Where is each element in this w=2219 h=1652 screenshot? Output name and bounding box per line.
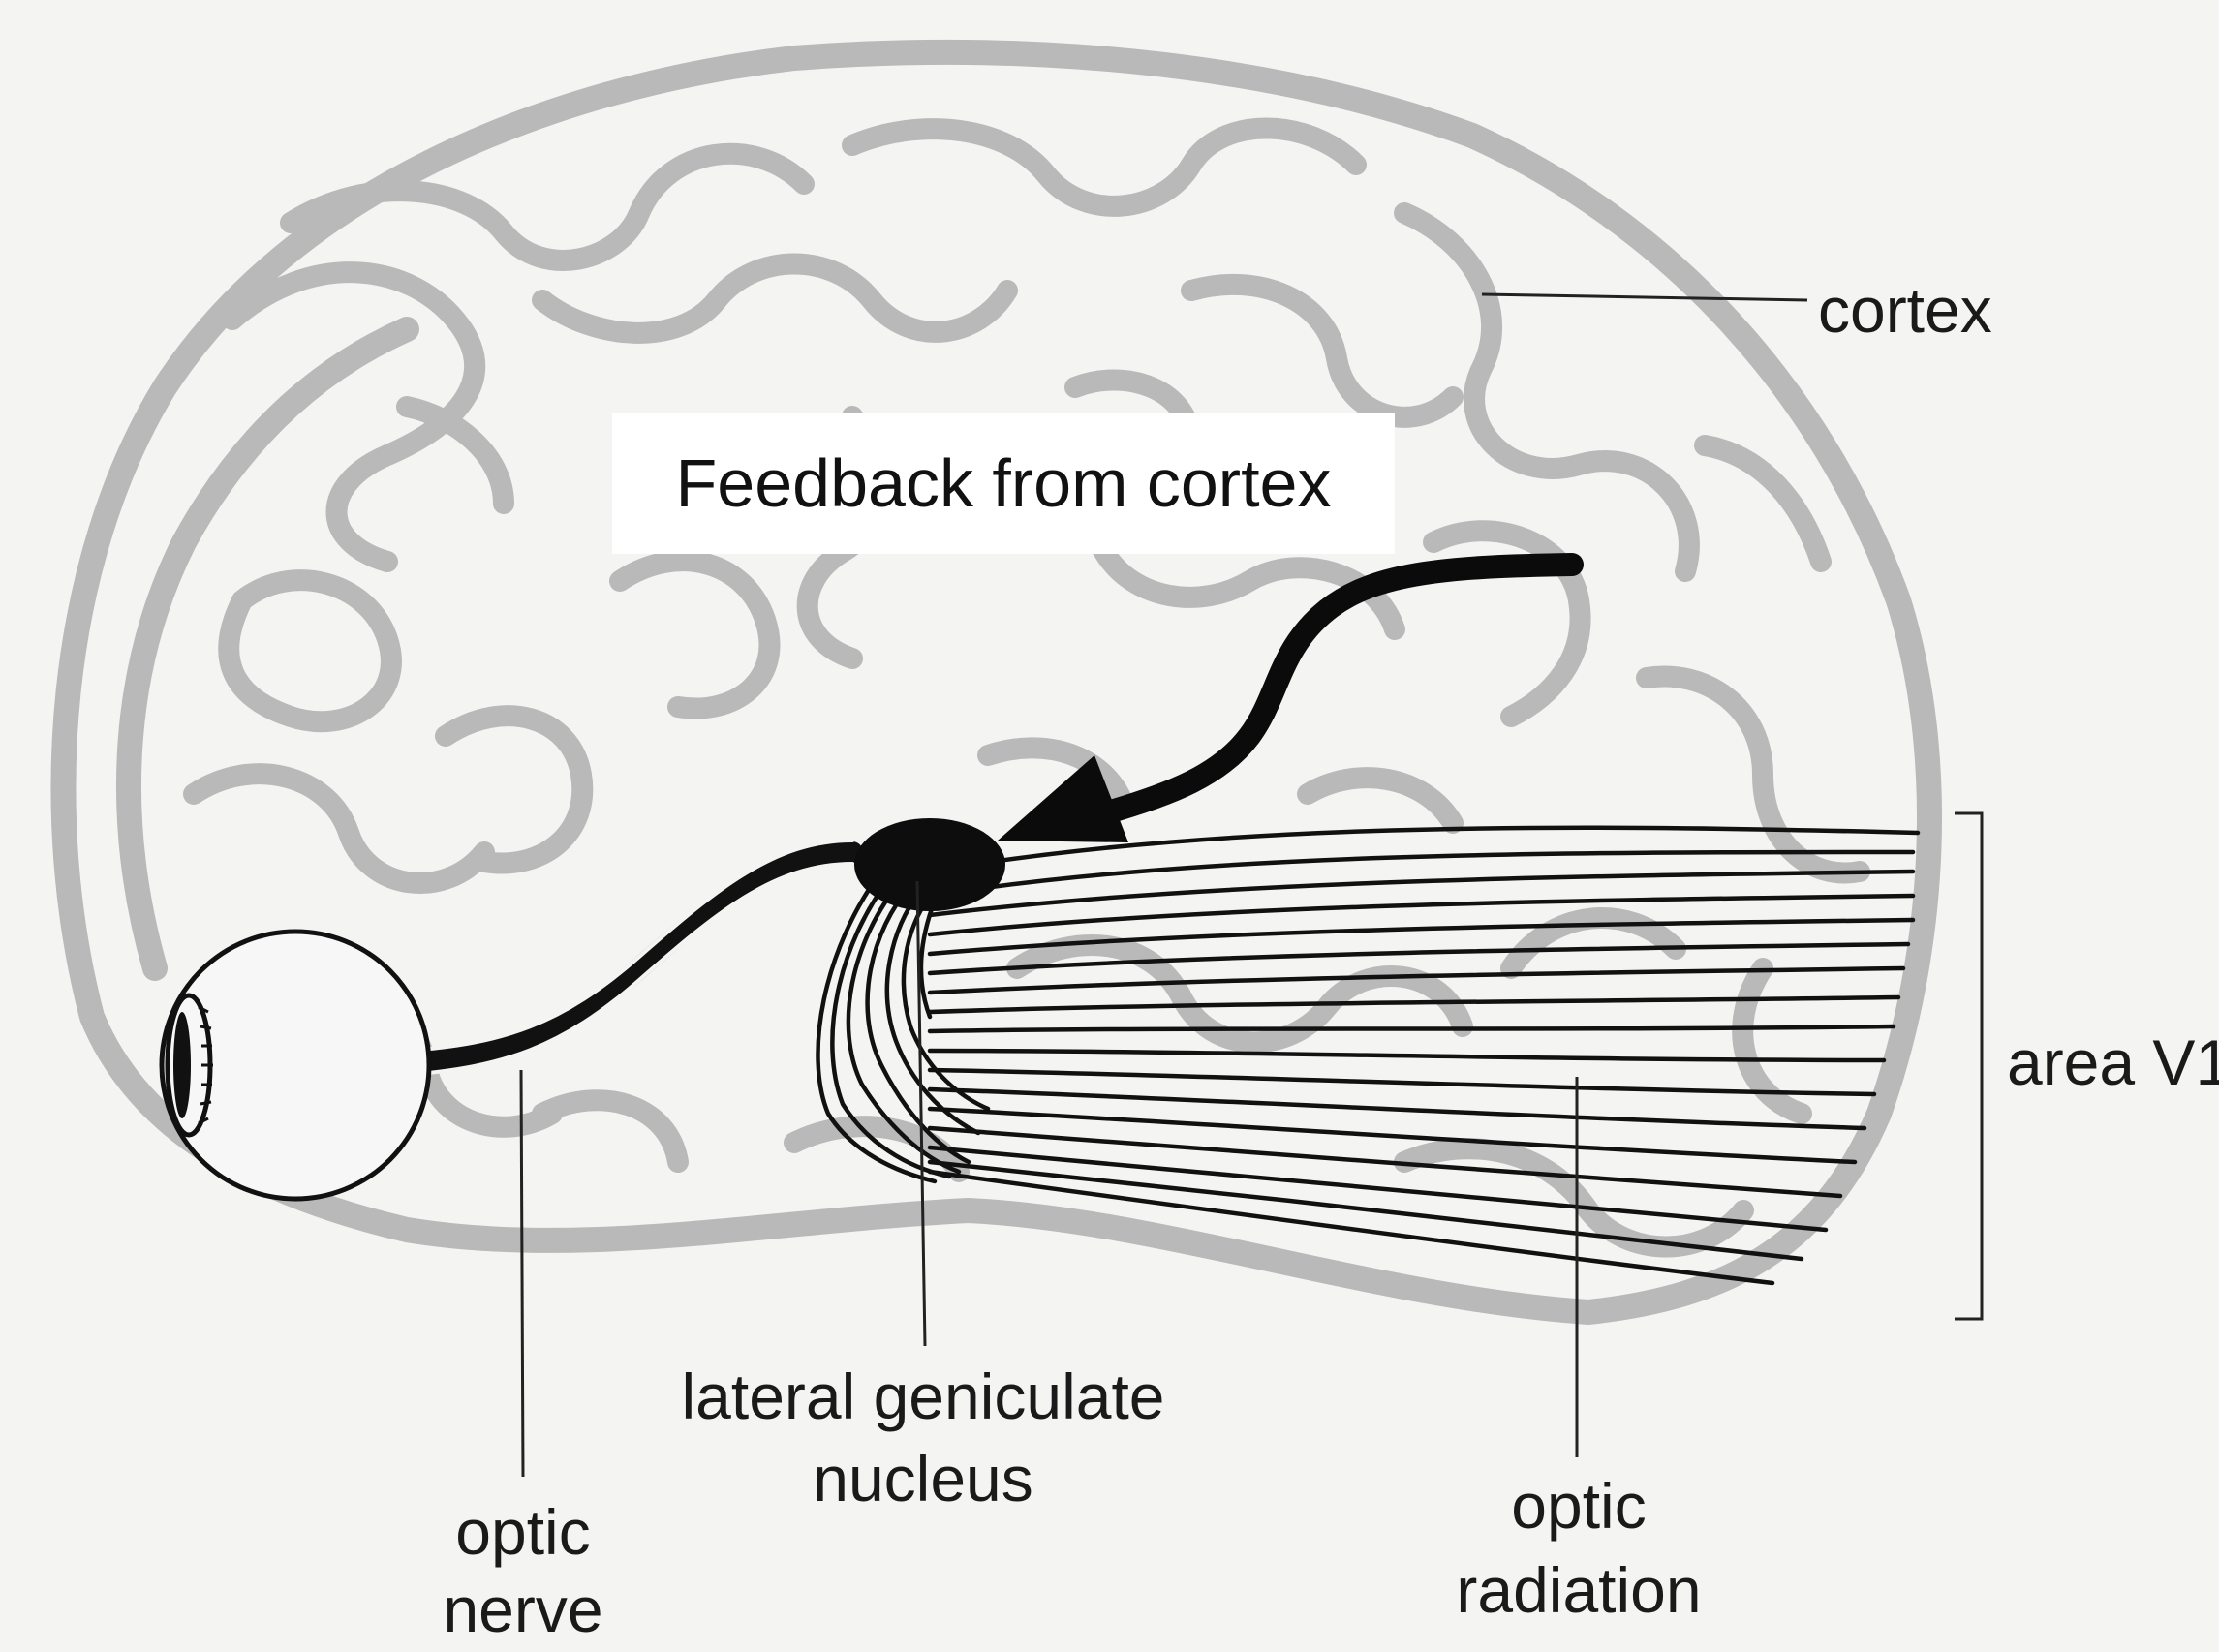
lgn-label-line2: nucleus	[792, 1443, 1054, 1514]
feedback-arrow	[998, 565, 1572, 842]
cortex-label: cortex	[1818, 274, 1992, 346]
lgn-fiber-loop	[817, 872, 988, 1181]
optic-nerve-label-line1: optic	[431, 1496, 615, 1568]
lgn-label-line1: lateral geniculate	[647, 1361, 1199, 1432]
area-v1-bracket	[1955, 813, 1982, 1319]
optic-nerve-label-line2: nerve	[426, 1574, 620, 1645]
cortex-leader-line	[1482, 294, 1807, 300]
optic-nerve-leader-line	[521, 1070, 523, 1477]
feedback-callout-label: Feedback from cortex	[612, 413, 1395, 554]
optic-radiation-label-line1: optic	[1472, 1470, 1685, 1542]
eye-icon	[162, 932, 429, 1199]
lgn-body	[854, 818, 1005, 911]
feedback-callout-box: Feedback from cortex	[612, 413, 1395, 554]
area-v1-label: area V1	[2007, 1026, 2219, 1098]
optic-radiation-label-line2: radiation	[1400, 1554, 1758, 1626]
